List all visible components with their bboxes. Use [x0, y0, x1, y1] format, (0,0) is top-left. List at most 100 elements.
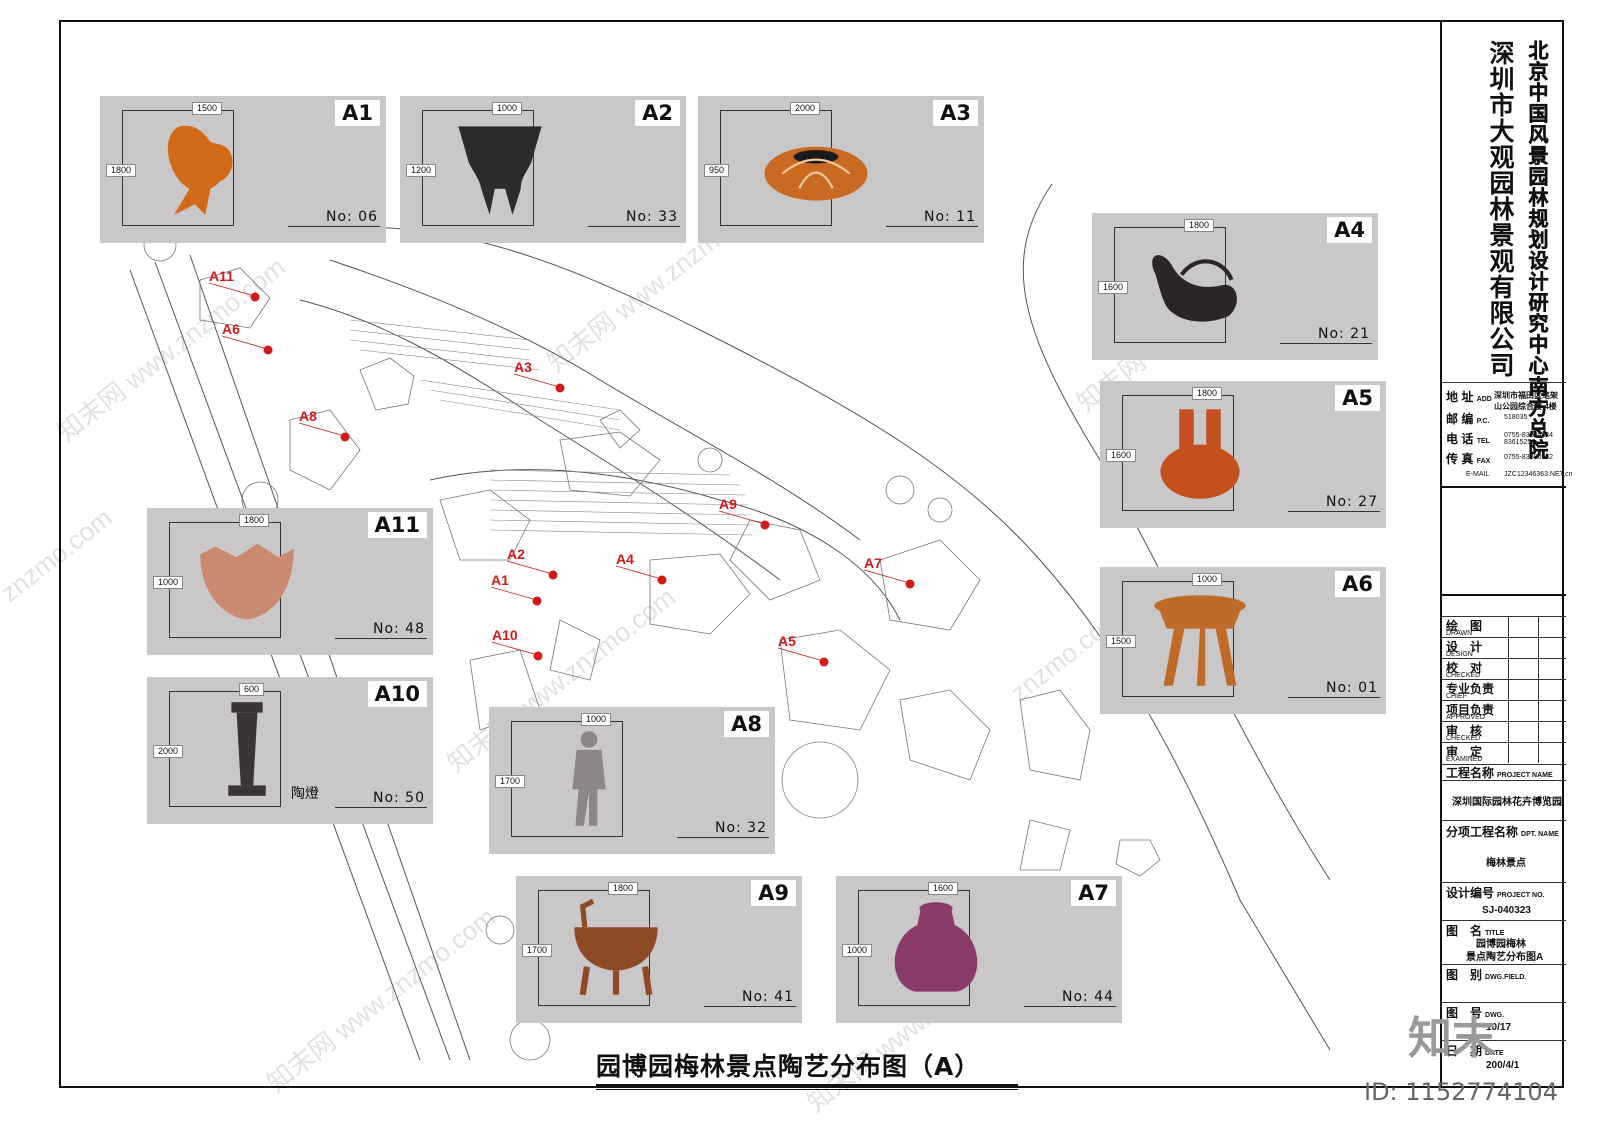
marker-label: A8 — [299, 408, 317, 424]
height-dimension: 1800 — [106, 164, 137, 177]
width-dimension: 1800 — [1184, 219, 1215, 232]
signoff-label-en: CHECKED — [1446, 735, 1481, 742]
pottery-number: No: 33 — [625, 209, 678, 225]
dwg-value: 10/17 — [1486, 1022, 1512, 1033]
dept-value: 梅林景点 — [1486, 858, 1526, 869]
divider — [1442, 964, 1566, 965]
number-underline — [704, 1006, 796, 1007]
image-id: ID: 1152774104 — [1364, 1078, 1558, 1106]
fax-label: 传 真 FAX — [1446, 452, 1491, 466]
pottery-number: No: 21 — [1317, 326, 1370, 342]
title-value-1: 园博园梅林 — [1476, 939, 1526, 950]
divider — [1442, 1002, 1566, 1003]
drawing-frame — [59, 20, 1564, 1088]
height-dimension: 1600 — [1106, 449, 1137, 462]
signoff-label: 校 对 — [1446, 661, 1483, 675]
height-dimension: 1200 — [406, 164, 437, 177]
tel-value: 0755-83630124 83615257 — [1504, 432, 1554, 446]
pottery-code: A11 — [367, 512, 427, 538]
title-underline — [596, 1089, 1018, 1090]
title-underline — [596, 1084, 1018, 1086]
pottery-code: A10 — [367, 681, 427, 707]
fax-value: 0755-83300962 — [1504, 454, 1554, 461]
marker-leader — [863, 569, 907, 583]
pottery-number: No: 41 — [741, 989, 794, 1005]
divider — [1442, 820, 1566, 821]
height-dimension: 1600 — [1098, 281, 1129, 294]
divider — [1442, 780, 1566, 781]
marker-leader — [491, 641, 535, 655]
divider — [1442, 920, 1566, 921]
marker-dot — [263, 345, 273, 355]
postcode-label: 邮 编 P.C. — [1446, 412, 1490, 426]
marker-dot — [657, 575, 667, 585]
marker-label: A1 — [491, 572, 509, 588]
marker-label: A5 — [778, 633, 796, 649]
signoff-label: 审 核 — [1446, 724, 1483, 738]
signoff-cell — [1508, 637, 1509, 658]
pottery-number: No: 44 — [1061, 989, 1114, 1005]
pottery-code: A9 — [751, 880, 796, 906]
pottery-illustration — [1154, 595, 1246, 686]
signoff-cell — [1508, 700, 1509, 721]
marker-dot — [533, 651, 543, 661]
width-dimension: 1000 — [1192, 573, 1223, 586]
pottery-illustration — [1160, 409, 1240, 499]
pottery-number: No: 11 — [923, 209, 976, 225]
pottery-number: No: 48 — [372, 621, 425, 637]
number-underline — [886, 226, 978, 227]
height-dimension: 950 — [704, 164, 730, 177]
email-label: E-MAIL — [1466, 471, 1490, 478]
number-underline — [1280, 343, 1372, 344]
marker-dot — [555, 383, 565, 393]
signoff-label-en: EXAMINED — [1446, 756, 1483, 763]
signoff-label-en: CHECKED — [1446, 672, 1481, 679]
marker-leader — [506, 560, 550, 574]
pottery-number: No: 01 — [1325, 680, 1378, 696]
signoff-cell — [1508, 742, 1509, 763]
width-dimension: 1000 — [581, 713, 612, 726]
marker-label: A7 — [864, 555, 882, 571]
width-dimension: 1800 — [1192, 387, 1223, 400]
marker-dot — [760, 520, 770, 530]
pottery-illustration — [572, 731, 606, 826]
date-value: 200/4/1 — [1486, 1060, 1520, 1071]
marker-label: A6 — [222, 321, 240, 337]
pottery-illustration — [764, 146, 868, 201]
pottery-number: No: 06 — [325, 209, 378, 225]
pottery-illustration — [167, 125, 233, 215]
pottery-code: A4 — [1327, 217, 1372, 243]
drawing-title: 园博园梅林景点陶艺分布图（A） — [596, 1052, 981, 1081]
divider — [1442, 382, 1566, 383]
divider — [1442, 616, 1566, 617]
tel-label: 电 话 TEL — [1446, 432, 1490, 446]
divider — [1442, 882, 1566, 883]
road-edge — [154, 261, 451, 1061]
width-dimension: 1500 — [192, 102, 223, 115]
pottery-illustration — [894, 902, 978, 992]
signoff-label-en: DRAWN — [1446, 630, 1473, 637]
number-underline — [1288, 697, 1380, 698]
path-line — [329, 259, 861, 541]
divider — [1442, 1040, 1566, 1041]
project-no-value: SJ-040323 — [1482, 905, 1531, 916]
signoff-cell — [1508, 616, 1509, 637]
marker-leader — [777, 647, 821, 661]
signoff-label: 审 定 — [1446, 745, 1483, 759]
width-dimension: 2000 — [790, 102, 821, 115]
pottery-illustration — [1152, 255, 1237, 322]
signoff-label-en: CHIEF — [1446, 693, 1467, 700]
divider — [1442, 658, 1566, 659]
company-name-1: 北京中国风景园林规划设计研究中心南方总院 — [1525, 40, 1548, 461]
